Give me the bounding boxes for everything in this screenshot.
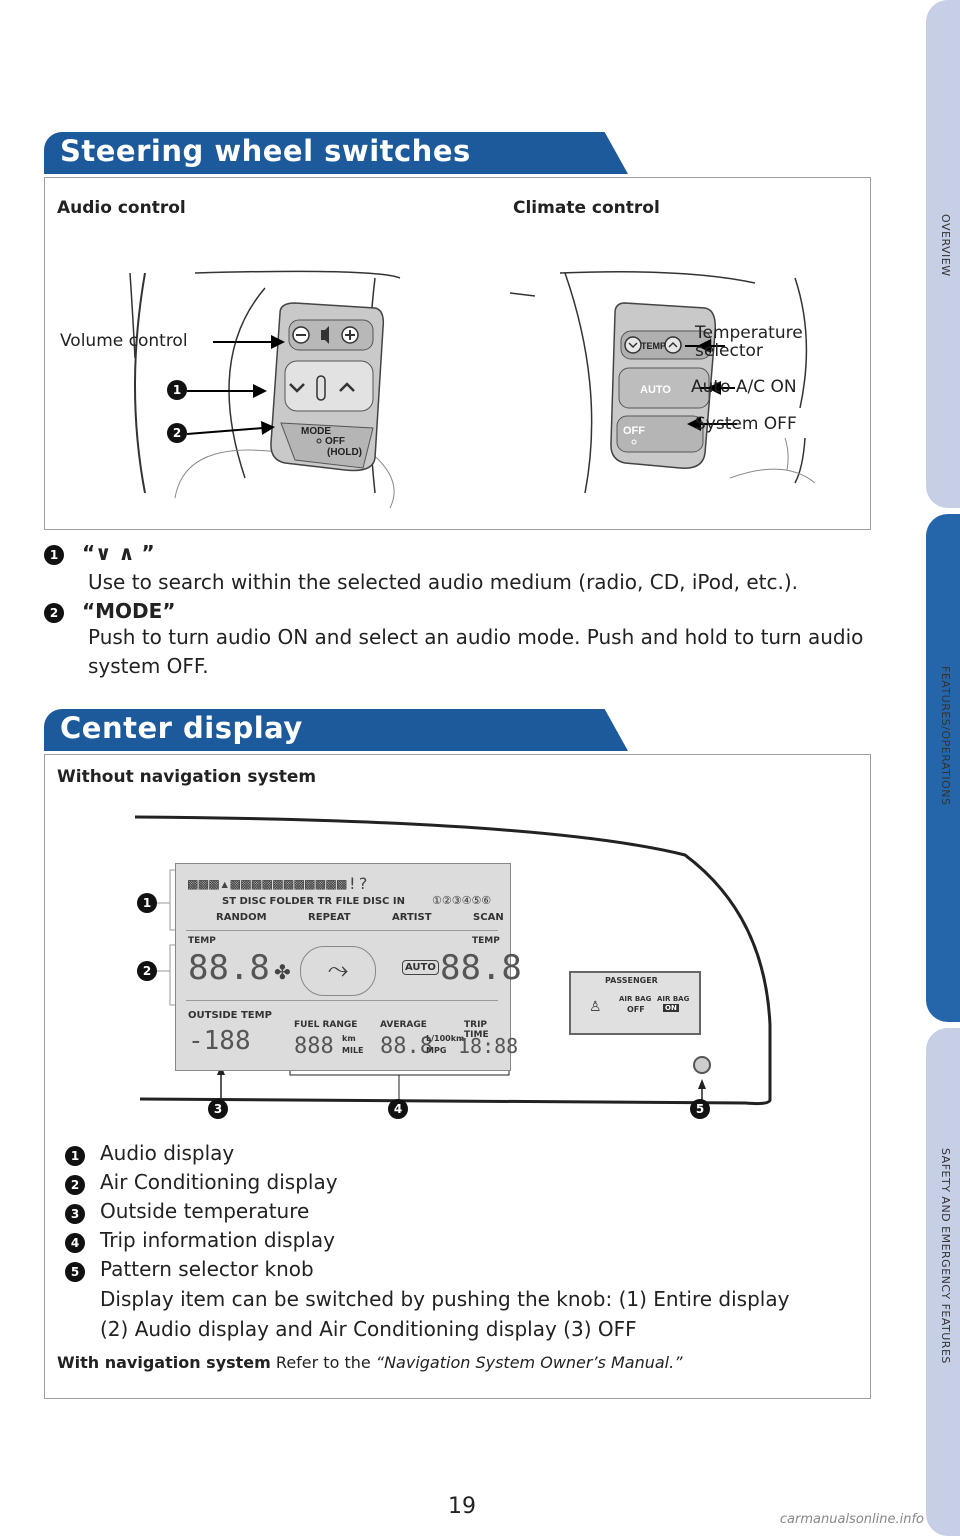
dashboard-outline (134, 815, 772, 1106)
lcd-segment-row: ▩▩▩▴▩▩▩▩▩▩▩▩▩▩▩!? (188, 874, 369, 893)
system-off-callout: System OFF (695, 414, 797, 434)
center-callout-4-badge: 4 (388, 1099, 408, 1119)
audio-callout-2-badge: 2 (167, 423, 187, 443)
steering-panel: Audio control Climate control MODE OFF (… (44, 177, 871, 530)
airbag-off-label-1: AIR BAG (619, 995, 652, 1003)
steering-item-1-title: “∨ ∧ ” (82, 541, 155, 565)
lcd-fuel-range-label: FUEL RANGE (294, 1020, 358, 1030)
steering-item-2-badge: 2 (44, 603, 64, 623)
temp-selector-line2: selector (695, 341, 763, 361)
without-nav-label: Without navigation system (57, 767, 317, 787)
steering-banner: Steering wheel switches (44, 132, 628, 174)
lcd-row1-labels: ST DISC FOLDER TR FILE DISC IN (222, 896, 405, 907)
with-nav-manual-link[interactable]: “Navigation System Owner’s Manual.” (375, 1353, 683, 1372)
lcd-outside-digits: -188 (188, 1026, 251, 1056)
airbag-on-label-2: ON (663, 1004, 679, 1012)
center-item-4-text: Trip information display (100, 1228, 335, 1252)
steering-item-2-title: “MODE” (82, 599, 176, 623)
center-callout-2-badge: 2 (137, 961, 157, 981)
center-item-5-badge: 5 (65, 1262, 85, 1282)
center-item-2-badge: 2 (65, 1175, 85, 1195)
side-tab-features[interactable] (926, 514, 960, 1022)
with-nav-bold: With navigation system (57, 1353, 271, 1372)
center-callout-3-badge: 3 (208, 1099, 228, 1119)
with-nav-text: Refer to the (275, 1353, 376, 1372)
airflow-icon: ⤳ (300, 946, 376, 996)
off-climate-button-label: OFF (623, 425, 645, 437)
lcd-unit-km: km (342, 1034, 356, 1043)
airbag-off-label-2: OFF (627, 1005, 645, 1014)
mode-button-label: MODE (301, 426, 331, 437)
lcd-unit-mpg: MPG (426, 1046, 447, 1055)
lcd-auto-badge: AUTO (402, 960, 439, 975)
center-item-2-text: Air Conditioning display (100, 1170, 338, 1194)
center-item-5-text: Pattern selector knob (100, 1257, 314, 1281)
temp-selector-line1: Temperature (695, 323, 803, 343)
airbag-seat-icon: ♙ (589, 999, 602, 1015)
lcd-average-label: AVERAGE (380, 1020, 427, 1030)
center-display-title: Center display (60, 711, 303, 745)
auto-button-label: AUTO (640, 384, 671, 396)
lcd-trip-time-label: TRIP TIME (464, 1020, 489, 1040)
side-tab-safety-label: SAFETY AND EMERGENCY FEATURES (939, 1148, 952, 1364)
knob-description-line2: (2) Audio display and Air Conditioning d… (100, 1317, 637, 1341)
steering-title: Steering wheel switches (60, 134, 471, 168)
climate-control-label: Climate control (513, 198, 660, 218)
lcd-display: ▩▩▩▴▩▩▩▩▩▩▩▩▩▩▩!? ST DISC FOLDER TR FILE… (175, 863, 522, 1071)
lcd-fuel-digits: 888 (294, 1034, 334, 1059)
side-tab-overview[interactable] (926, 0, 960, 508)
center-item-4-badge: 4 (65, 1233, 85, 1253)
steering-item-1-badge: 1 (44, 545, 64, 565)
lcd-temp-right-label: TEMP (472, 936, 500, 946)
lcd-temp-left-label: TEMP (188, 936, 216, 946)
hold-button-label: (HOLD) (327, 447, 362, 458)
steering-item-2-desc: Push to turn audio ON and select an audi… (88, 625, 864, 678)
center-callout-5-badge: 5 (690, 1099, 710, 1119)
audio-callout-1-badge: 1 (167, 380, 187, 400)
climate-switch-illustration: TEMP AUTO OFF (509, 271, 816, 494)
passenger-title: PASSENGER (605, 976, 658, 985)
lcd-unit-mile: MILE (342, 1046, 364, 1055)
page-number: 19 (448, 1494, 476, 1519)
side-tab-safety[interactable] (926, 1028, 960, 1536)
lcd-row2-labels: RANDOM REPEAT ARTIST SCAN (216, 912, 504, 923)
center-display-banner: Center display (44, 709, 628, 751)
fan-icon: ✤ (274, 960, 291, 984)
audio-control-label: Audio control (57, 198, 186, 218)
lcd-average-digits: 88.8 (380, 1034, 433, 1059)
lcd-divider (186, 930, 498, 931)
center-callout-1-badge: 1 (137, 893, 157, 913)
center-item-1-text: Audio display (100, 1141, 235, 1165)
lcd-unit-l100: L/100km (426, 1034, 465, 1043)
off-button-label: OFF (325, 436, 345, 447)
side-tab-features-label: FEATURES/OPERATIONS (939, 666, 952, 806)
lcd-temp-right-digits: 88.8 (440, 948, 522, 988)
lcd-divider-2 (186, 1000, 498, 1001)
with-nav-note: With navigation system Refer to the “Nav… (57, 1353, 682, 1372)
temp-button-label: TEMP (641, 341, 666, 351)
watermark: carmanualsonline.info (779, 1512, 924, 1527)
lcd-temp-left-digits: 88.8 (188, 948, 270, 988)
temperature-selector-callout: Temperature selector (695, 324, 803, 360)
volume-control-callout: Volume control (60, 331, 188, 351)
lcd-outside-temp-label: OUTSIDE TEMP (188, 1010, 272, 1021)
center-display-panel: Without navigation system ▩▩▩▴▩▩▩▩▩▩▩▩▩▩… (44, 754, 871, 1399)
lcd-disc-numbers: ①②③④⑤⑥ (432, 894, 492, 907)
knob-description-line1: Display item can be switched by pushing … (100, 1287, 790, 1311)
side-tab-overview-label: OVERVIEW (939, 214, 952, 277)
airbag-on-label-1: AIR BAG (657, 995, 690, 1003)
center-item-3-text: Outside temperature (100, 1199, 310, 1223)
center-item-3-badge: 3 (65, 1204, 85, 1224)
passenger-airbag-panel: PASSENGER ♙ AIR BAG OFF AIR BAG ON (569, 971, 701, 1035)
audio-switch-illustration: MODE OFF (HOLD) (129, 270, 401, 509)
center-item-1-badge: 1 (65, 1146, 85, 1166)
auto-ac-callout: Auto A/C ON (691, 377, 797, 397)
steering-item-1-desc: Use to search within the selected audio … (88, 570, 799, 594)
lcd-trip-digits: 18:88 (458, 1034, 519, 1058)
